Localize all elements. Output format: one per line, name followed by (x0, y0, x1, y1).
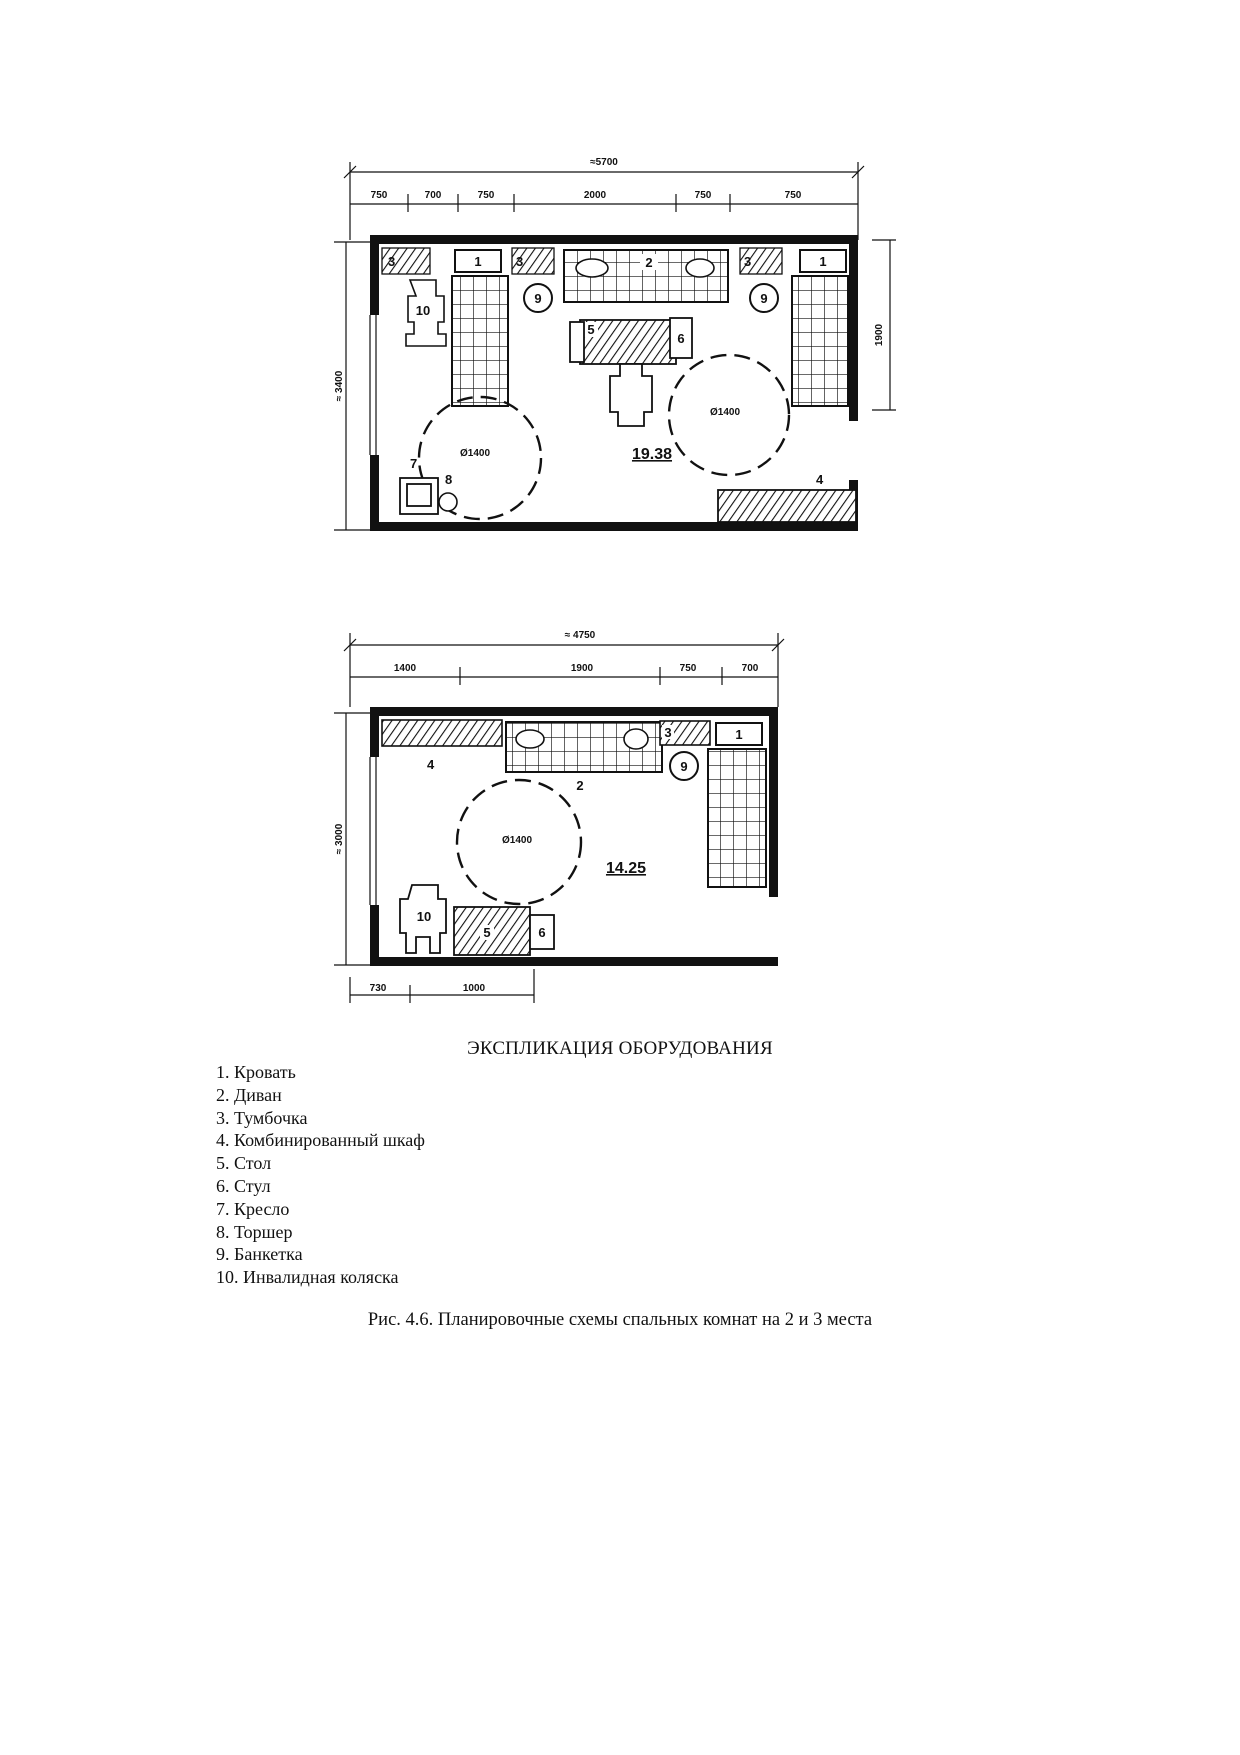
floor-lamp (438, 492, 458, 512)
segment-label: 750 (785, 190, 802, 201)
right-dim-label: 1900 (874, 323, 885, 346)
segment-label: 750 (371, 190, 388, 201)
turning-circle (667, 353, 791, 477)
legend-item: 2. Диван (216, 1084, 282, 1105)
dimension-chain-bottom (349, 969, 535, 1003)
label-lamp: 8 (445, 472, 452, 487)
legend-item: 1. Кровать (216, 1062, 296, 1082)
overall-width-label: ≈ 4750 (565, 630, 596, 641)
segment-label: 750 (680, 663, 697, 674)
turning-circle (455, 778, 583, 906)
label-sofa: 2 (645, 255, 652, 270)
diameter-label: Ø1400 (710, 407, 740, 418)
wardrobe (717, 489, 857, 523)
bed (791, 249, 849, 407)
segment-label: 700 (742, 663, 759, 674)
wheelchair (609, 363, 653, 427)
dimension-chain-top (343, 162, 865, 240)
label-wheelchair: 10 (417, 909, 431, 924)
label-bed: 1 (474, 254, 481, 269)
legend-item: 7. Кресло (216, 1198, 290, 1219)
armchair (399, 477, 439, 515)
height-label: ≈ 3000 (334, 823, 345, 854)
chair (669, 317, 693, 359)
floor-plan-2: ≈ 4750 1400 1900 750 700 ≈ 3000 730 1000… (334, 630, 785, 1003)
legend-item: 9. Банкетка (216, 1244, 303, 1265)
label-nightstand: 3 (388, 254, 395, 269)
legend-item: 10. Инвалидная коляска (216, 1267, 399, 1288)
label-wheelchair: 10 (416, 303, 430, 318)
bottom-segment-label: 730 (370, 983, 387, 994)
nightstand (511, 247, 555, 275)
nightstand (739, 247, 783, 275)
dimension-right (872, 239, 896, 411)
label-wardrobe: 4 (427, 757, 435, 772)
label-bed: 1 (819, 254, 826, 269)
wheelchair (399, 884, 447, 954)
label-wardrobe: 4 (816, 472, 824, 487)
left-opening (369, 757, 377, 905)
label-armchair: 7 (410, 456, 417, 471)
legend-item: 6. Стул (216, 1175, 271, 1196)
label-nightstand: 3 (744, 254, 751, 269)
room-walls (370, 707, 778, 966)
left-opening (369, 315, 377, 455)
bench (669, 751, 699, 781)
room-area: 19.38 (632, 446, 672, 463)
label-bench: 9 (534, 291, 541, 306)
label-table: 5 (587, 322, 594, 337)
equipment-legend: 1. Кровать 2. Диван 3. Тумбочка 4. Комби… (216, 1061, 425, 1289)
segment-label: 1900 (571, 663, 594, 674)
legend-item: 3. Тумбочка (216, 1107, 308, 1128)
segment-label: 700 (425, 190, 442, 201)
bottom-segment-label: 1000 (463, 983, 486, 994)
height-label: ≈ 3400 (334, 370, 345, 401)
wardrobe (381, 719, 503, 747)
label-nightstand: 3 (516, 254, 523, 269)
dimension-chain-top (343, 633, 785, 707)
segment-label: 2000 (584, 190, 607, 201)
label-bed: 1 (735, 727, 742, 742)
room-area: 14.25 (606, 860, 646, 877)
floor-plan-1: ≈5700 750 700 750 2000 750 750 ≈ 3400 19… (334, 157, 896, 531)
bed (451, 249, 509, 407)
segment-label: 1400 (394, 663, 417, 674)
label-bench: 9 (680, 759, 687, 774)
label-bench: 9 (760, 291, 767, 306)
dimension-height (334, 712, 370, 966)
label-chair: 6 (538, 925, 545, 940)
bed (707, 722, 767, 888)
label-table: 5 (483, 925, 490, 940)
legend-item: 5. Стол (216, 1153, 272, 1174)
bench (523, 283, 553, 313)
segment-label: 750 (695, 190, 712, 201)
chair (569, 321, 585, 363)
overall-width-label: ≈5700 (590, 157, 618, 168)
nightstand (381, 247, 431, 275)
diameter-label: Ø1400 (502, 835, 532, 846)
label-nightstand: 3 (664, 725, 671, 740)
segment-label: 750 (478, 190, 495, 201)
legend-title: ЭКСПЛИКАЦИЯ ОБОРУДОВАНИЯ (467, 1038, 773, 1059)
label-chair: 6 (677, 331, 684, 346)
bench (749, 283, 779, 313)
wheelchair (405, 279, 447, 347)
dimension-height (334, 241, 370, 531)
sofa (505, 721, 663, 773)
chair (529, 914, 555, 950)
legend-item: 8. Торшер (216, 1221, 293, 1242)
label-sofa: 2 (576, 778, 583, 793)
turning-circle (417, 395, 543, 521)
diameter-label: Ø1400 (460, 448, 490, 459)
figure-caption: Рис. 4.6. Планировочные схемы спальных к… (367, 1310, 873, 1330)
legend-item: 4. Комбинированный шкаф (216, 1130, 425, 1151)
